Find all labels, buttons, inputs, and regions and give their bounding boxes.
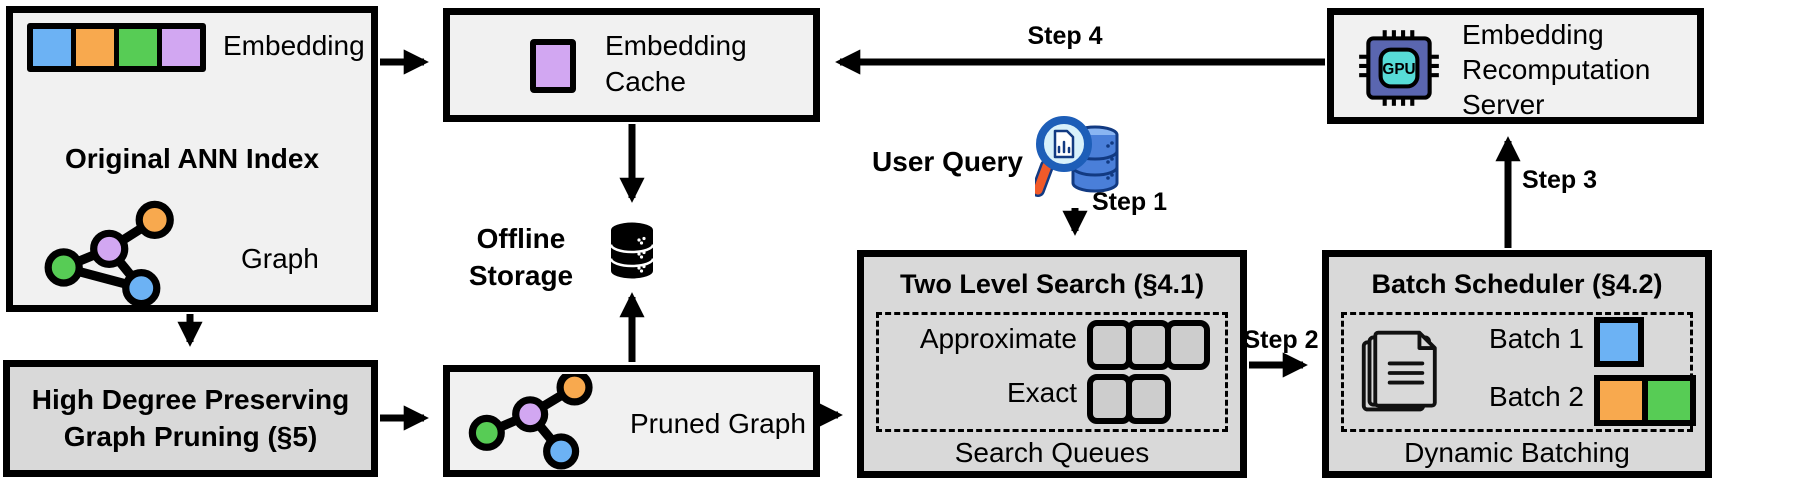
original-ann-index-box: Embedding Original ANN Index Graph (6, 6, 378, 312)
embedding-label: Embedding (223, 30, 365, 61)
step1-label: Step 1 (1092, 188, 1168, 216)
embedding-cell-blue (33, 29, 71, 66)
two-level-search-box: Two Level Search (§4.1) Approximate Exac… (857, 250, 1247, 478)
search-queues-panel: Approximate Exact (876, 312, 1228, 432)
exact-label: Exact (1006, 377, 1077, 408)
queue-square (1165, 320, 1210, 370)
offline-storage-line2: Storage (468, 260, 574, 291)
batch-scheduler-box: Batch Scheduler (§4.2) Batch 1 Batch 2 (1322, 250, 1712, 478)
batch2-square-green (1642, 381, 1690, 420)
embedding-cell-orange (71, 29, 114, 66)
user-query-label: User Query (872, 146, 1023, 177)
batch-scheduler-title: Batch Scheduler (§4.2) (1371, 269, 1663, 299)
batch1-label: Batch 1 (1489, 323, 1584, 354)
embedding-cache-line1: Embedding (605, 30, 747, 61)
pruned-graph-label: Pruned Graph (630, 408, 806, 439)
graph-icon (44, 200, 174, 308)
search-queues-footer: Search Queues (954, 437, 1150, 468)
pruned-graph-icon (468, 374, 593, 470)
graph-pruning-box: High Degree Preserving Graph Pruning (§5… (3, 360, 378, 477)
exact-queue-squares (1087, 374, 1171, 424)
dynamic-batching-footer: Dynamic Batching (1404, 437, 1630, 468)
approximate-queue-squares (1087, 320, 1210, 370)
approximate-label: Approximate (919, 323, 1077, 354)
embedding-cell-purple (157, 29, 200, 66)
pruning-line1: High Degree Preserving (31, 384, 350, 415)
batch2-square-orange (1600, 381, 1642, 420)
offline-storage-line1: Offline (476, 223, 566, 254)
embedding-cell-green (114, 29, 157, 66)
pruning-line2: Graph Pruning (§5) (63, 421, 318, 452)
embedding-vector-icon (27, 23, 206, 72)
recomputation-server-box: GPU Embedding Recomputation Server (1327, 8, 1704, 124)
embedding-cache-line2: Cache (605, 66, 686, 97)
server-line1: Embedding (1462, 19, 1604, 50)
batch2-label: Batch 2 (1489, 381, 1584, 412)
step3-label: Step 3 (1522, 166, 1598, 194)
ann-index-title: Original ANN Index (64, 143, 320, 174)
query-search-icon (1035, 116, 1119, 197)
server-line3: Server (1462, 89, 1545, 120)
database-icon (609, 222, 655, 279)
two-level-search-title: Two Level Search (§4.1) (899, 269, 1205, 299)
step4-label: Step 4 (1027, 22, 1103, 50)
gpu-icon-label: GPU (1382, 61, 1415, 78)
step2-label: Step 2 (1243, 326, 1319, 354)
graph-label: Graph (241, 243, 319, 274)
batch1-square-blue (1594, 317, 1644, 367)
pruned-graph-box: Pruned Graph (443, 365, 820, 477)
documents-icon (1361, 330, 1437, 412)
embedding-cache-box: Embedding Cache (443, 8, 820, 122)
server-line2: Recomputation (1462, 54, 1651, 85)
queue-square (1126, 374, 1171, 424)
cached-embedding-icon (530, 39, 576, 93)
gpu-icon: GPU (1359, 30, 1439, 106)
batch2-squares (1594, 375, 1696, 426)
dynamic-batching-panel: Batch 1 Batch 2 (1341, 312, 1696, 432)
